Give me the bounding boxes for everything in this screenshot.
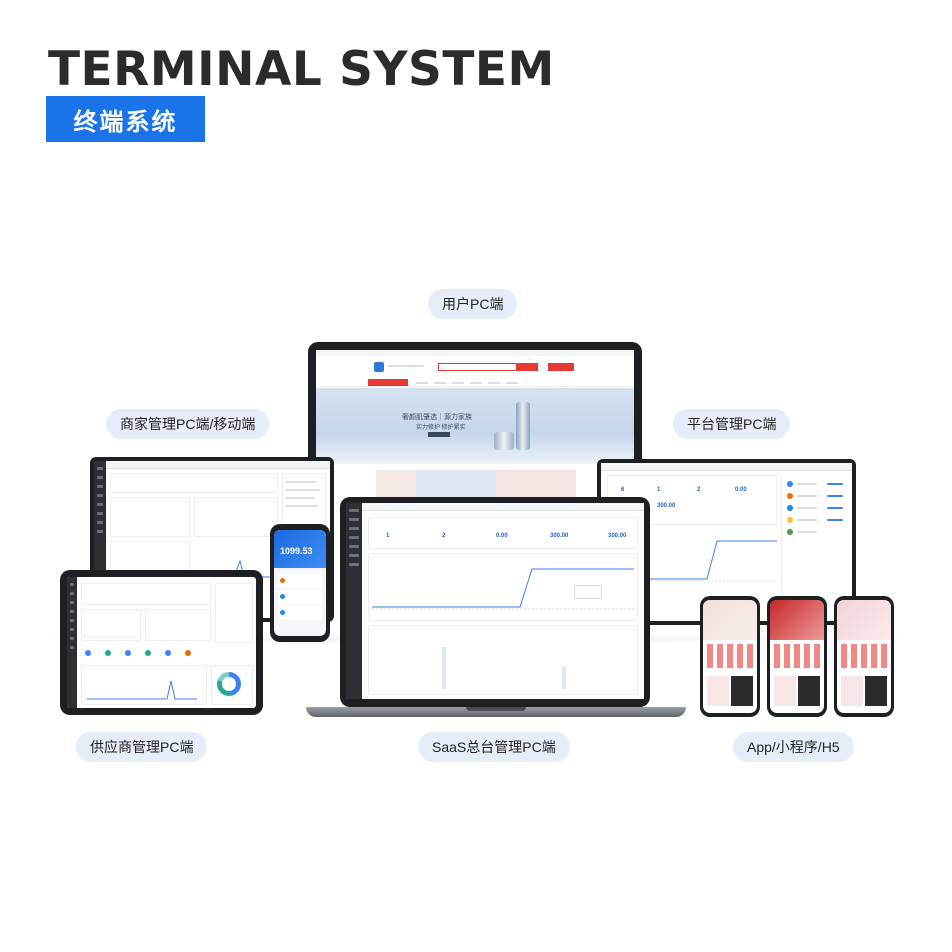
label-saas: SaaS总台管理PC端 [418,732,570,762]
logo-icon [374,362,384,372]
supplier-donut-chart [217,672,241,696]
label-supplier: 供应商管理PC端 [76,732,208,762]
label-platform: 平台管理PC端 [673,409,791,439]
page-subtitle-badge: 终端系统 [46,96,205,142]
saas-stat-5: 300.00 [608,533,627,539]
saas-stat-1: 1 [386,533,390,539]
platform-stat-5: 300.00 [657,503,676,509]
saas-stat-3: 0.00 [496,533,508,539]
category-menu[interactable] [368,379,408,386]
hero-banner: 奢颜肌肇选｜源力家族 实力修护 修护紧实 [316,388,634,464]
phone-balance: 1099.53 [280,546,313,556]
platform-stat-2: 1 [657,487,661,493]
label-user-pc: 用户PC端 [428,289,518,319]
page-title: TERMINAL SYSTEM [48,42,555,97]
product-bottle-icon [516,402,530,450]
label-merchant: 商家管理PC端/移动端 [106,409,270,439]
cart-button[interactable] [548,363,574,371]
saas-screen: 1 2 0.00 300.00 300.00 [346,503,644,699]
platform-stat-3: 2 [697,487,701,493]
hero-line-1: 奢颜肌肇选｜源力家族 [402,414,472,421]
platform-stat-4: 0.00 [735,487,747,493]
label-app: App/小程序/H5 [733,732,854,762]
saas-bar-1 [442,647,446,689]
saas-stat-4: 300.00 [550,533,569,539]
merchant-phone-screen: 1099.53 [274,530,326,636]
platform-stat-1: 6 [621,487,625,493]
saas-stat-2: 2 [442,533,446,539]
saas-bar-2 [562,667,566,689]
hero-line-2: 实力修护 修护紧实 [416,425,466,431]
search-button[interactable] [516,363,538,371]
supplier-screen [67,577,256,708]
saas-line-chart [372,568,634,610]
